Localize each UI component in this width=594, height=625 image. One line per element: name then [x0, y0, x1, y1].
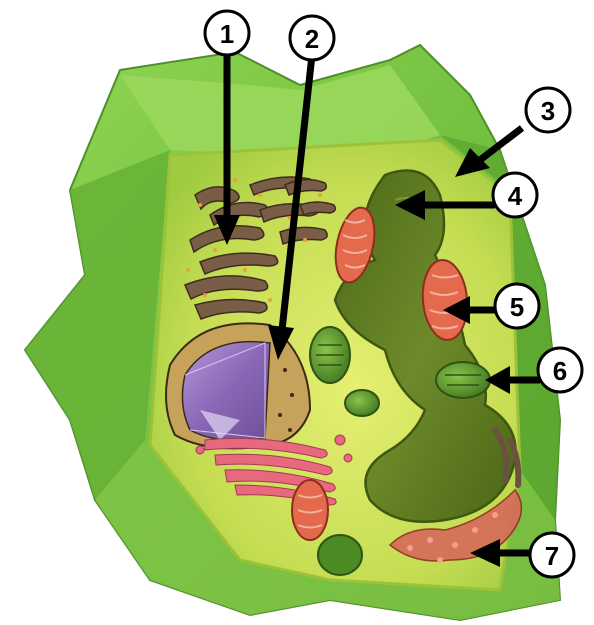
- callout-1: 1: [205, 11, 249, 55]
- callout-label-7: 7: [545, 541, 559, 571]
- callout-3: 3: [526, 88, 570, 132]
- callout-4: 4: [493, 173, 537, 217]
- callout-7: 7: [530, 533, 574, 577]
- callout-label-2: 2: [305, 24, 319, 54]
- callout-label-5: 5: [510, 292, 524, 322]
- callout-label-4: 4: [508, 181, 523, 211]
- callout-5: 5: [495, 284, 539, 328]
- callout-2: 2: [290, 16, 334, 60]
- callout-label-6: 6: [553, 356, 567, 386]
- callout-label-1: 1: [220, 19, 234, 49]
- callout-6: 6: [538, 348, 582, 392]
- callout-label-3: 3: [541, 96, 555, 126]
